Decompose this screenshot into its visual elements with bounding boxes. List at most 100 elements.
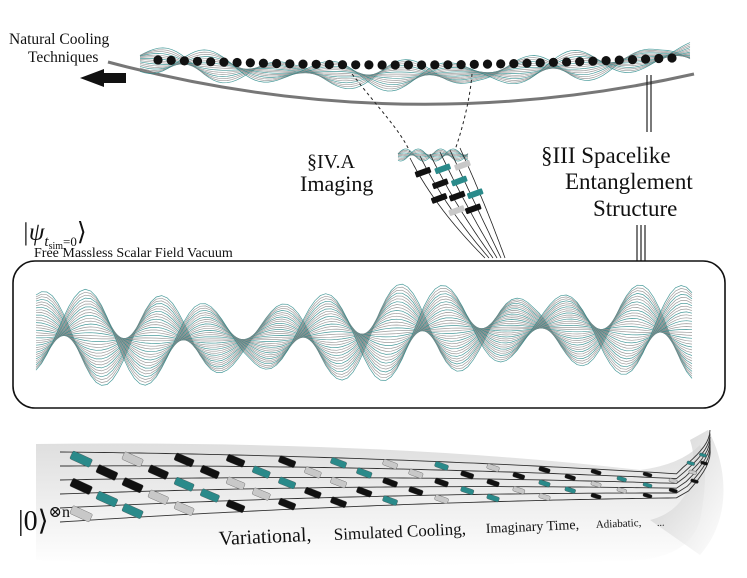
top-mode-4 — [139, 53, 691, 82]
circuit-gate — [434, 494, 449, 504]
circuit-gate — [460, 486, 475, 496]
zero-state-label: |0⟩⊗n — [18, 504, 70, 537]
zero-state: |0⟩ — [18, 506, 49, 537]
ion-dot — [390, 60, 400, 70]
circuit-gate — [688, 469, 697, 475]
method-adiabatic: Adiabatic, — [596, 517, 642, 531]
circuit-gate — [408, 486, 424, 496]
circuit-gate — [95, 464, 118, 481]
circuit-gate — [538, 479, 551, 488]
circuit-gate — [174, 501, 195, 516]
vacuum-mode-25 — [35, 306, 693, 364]
top-ion-chain — [153, 53, 677, 70]
circuit-gate — [512, 471, 526, 480]
vacuum-field-modes — [35, 283, 693, 386]
ion-dot — [245, 58, 255, 68]
ion-dot — [443, 60, 453, 70]
circuit-gate — [382, 459, 398, 470]
imaging-gate — [466, 188, 484, 199]
circuit-gate — [564, 473, 576, 481]
imaging-gate — [434, 163, 451, 175]
circuit-gate — [147, 489, 169, 505]
imaging-gate — [448, 190, 466, 202]
svg-text:|ψtsim=0⟩: |ψtsim=0⟩ — [22, 219, 87, 252]
circuit-gate — [642, 482, 653, 489]
ion-dot — [232, 57, 242, 68]
top-mode-2 — [139, 51, 691, 86]
circuit-gate — [690, 478, 699, 484]
top-mode-6 — [139, 55, 690, 78]
circuit-gate — [174, 477, 195, 492]
imaging-section-label: §IV.A — [307, 151, 356, 173]
imaging-circuit-gates — [414, 160, 484, 216]
imaging-gate — [448, 205, 465, 216]
ion-dot — [654, 53, 664, 64]
circuit-gate — [382, 477, 398, 488]
ion-dot — [667, 53, 677, 63]
circuit-gate — [121, 451, 144, 468]
vacuum-mode-21 — [35, 317, 693, 353]
ion-dot — [575, 57, 585, 67]
psi-sub-sub: sim — [49, 241, 64, 252]
ion-dot — [166, 55, 176, 65]
circuit-gate — [226, 454, 246, 468]
circuit-gate — [538, 466, 551, 474]
ion-trap-curve — [107, 60, 695, 106]
psi-close: ⟩ — [77, 219, 87, 246]
circuit-gate — [174, 452, 195, 468]
natural-cooling-label-line2: Techniques — [28, 49, 98, 66]
ion-dot — [522, 58, 532, 68]
ion-dot — [364, 60, 374, 70]
psi-subscript: t — [44, 234, 49, 250]
psi-sub-rest: =0 — [63, 234, 77, 249]
imaging-mode-8 — [397, 149, 469, 161]
circuit-gate — [408, 468, 424, 479]
ion-dot — [258, 58, 268, 68]
vacuum-mode-19 — [35, 322, 693, 347]
circuit-gate — [121, 503, 144, 519]
vacuum-mode-26 — [35, 304, 693, 366]
spacelike-label-line1: §III Spacelike — [541, 143, 671, 168]
vacuum-mode-22 — [35, 314, 693, 355]
circuit-gate — [700, 460, 708, 466]
circuit-gates — [69, 450, 708, 522]
vacuum-mode-17 — [35, 327, 693, 342]
circuit-gate — [252, 465, 271, 479]
circuit-gate — [356, 467, 373, 479]
svg-text:|0⟩⊗n: |0⟩⊗n — [18, 504, 70, 537]
natural-cooling-label-line1: Natural Cooling — [9, 31, 110, 48]
ion-dot — [588, 56, 598, 66]
ion-dot — [562, 57, 572, 67]
circuit-gate — [69, 505, 93, 522]
ion-dot — [206, 57, 216, 67]
imaging-field-mini — [397, 148, 469, 162]
vacuum-mode-18 — [35, 324, 693, 344]
ion-dot — [641, 54, 651, 64]
circuit-gate — [616, 475, 627, 483]
circuit-gate — [382, 495, 398, 506]
ion-dot — [627, 55, 638, 65]
circuit-gate — [486, 478, 500, 488]
circuit-gate — [330, 476, 347, 489]
ion-dot — [482, 59, 493, 69]
circuit-gate — [590, 492, 602, 500]
ion-dot — [337, 60, 348, 70]
cooling-methods-label: Variational, Simulated Cooling, Imaginar… — [218, 517, 664, 550]
ion-dot — [153, 55, 163, 65]
ion-dot — [548, 57, 559, 67]
method-imaginary: Imaginary Time, — [486, 518, 580, 537]
ion-dot — [192, 56, 203, 66]
ion-dot — [179, 56, 189, 66]
ion-dot — [456, 60, 466, 70]
circuit-gate — [278, 455, 296, 468]
circuit-gate — [668, 487, 678, 494]
circuit-gate — [226, 476, 246, 490]
ion-dot — [469, 59, 479, 69]
ion-dot — [324, 59, 334, 70]
imaging-gate — [414, 166, 432, 178]
circuit-gate — [460, 470, 475, 480]
ion-dot — [298, 59, 308, 69]
imaging-gate — [430, 193, 448, 204]
circuit-gate — [147, 464, 169, 480]
